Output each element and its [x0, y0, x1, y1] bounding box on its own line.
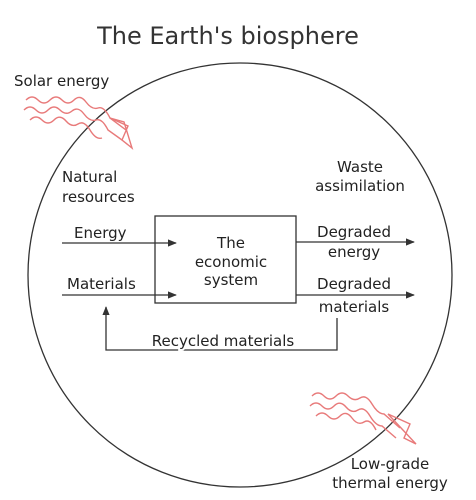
natural-resources-line-1: Natural	[62, 168, 117, 186]
low-grade-thermal-wavy-arrow	[309, 392, 417, 445]
waste-assimilation-label-2: assimilation	[315, 177, 405, 195]
natural-resources-label-2: resources	[62, 188, 135, 206]
economic-system-line-1: The	[216, 234, 245, 252]
degraded-materials-line-1: Degraded	[317, 275, 391, 293]
energy-label: Energy	[74, 224, 127, 242]
materials-label: Materials	[67, 275, 136, 293]
recycled-materials-label: Recycled materials	[152, 332, 295, 350]
recycled-materials-loop	[102, 306, 338, 351]
economic-system-line-3: system	[204, 271, 258, 289]
diagram-title: The Earth's biosphere	[96, 22, 359, 50]
solar-energy-label: Solar energy	[14, 72, 109, 90]
natural-resources-label: Natural	[62, 168, 117, 186]
economic-system-line-2: economic	[195, 253, 267, 271]
degraded-energy-line-1: Degraded	[317, 223, 391, 241]
low-grade-thermal-line-1: Low-grade	[351, 455, 430, 473]
degraded-materials-line-2: materials	[319, 298, 390, 316]
biosphere-circle	[27, 62, 453, 488]
degraded-energy-line-2: energy	[328, 243, 380, 261]
natural-resources-line-2: resources	[62, 188, 135, 206]
economic-system-box	[154, 215, 297, 304]
solar-energy-wavy-arrow	[23, 96, 134, 150]
waste-assimilation-label-1: Waste	[337, 158, 383, 176]
low-grade-thermal-line-2: thermal energy	[332, 474, 448, 492]
